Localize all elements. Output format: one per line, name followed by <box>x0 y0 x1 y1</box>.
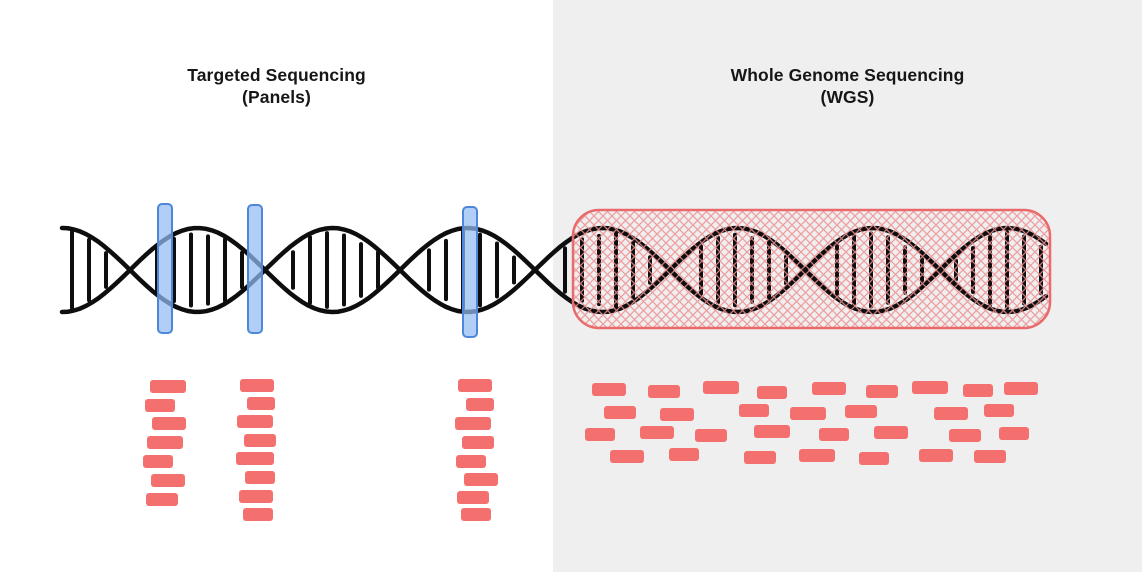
sequencing-read <box>240 379 274 392</box>
highlight-bar <box>247 204 263 334</box>
sequencing-read <box>245 471 275 484</box>
sequencing-read <box>949 429 981 442</box>
sequencing-read <box>984 404 1014 417</box>
targeted-title-line2: (Panels) <box>242 87 311 107</box>
sequencing-read <box>145 399 175 412</box>
sequencing-read <box>151 474 185 487</box>
sequencing-read <box>963 384 993 397</box>
sequencing-read <box>455 417 491 430</box>
sequencing-read <box>150 380 186 393</box>
sequencing-read <box>934 407 968 420</box>
sequencing-read <box>819 428 849 441</box>
sequencing-read <box>147 436 183 449</box>
sequencing-read <box>610 450 644 463</box>
sequencing-read <box>458 379 492 392</box>
sequencing-read <box>754 425 790 438</box>
sequencing-read <box>152 417 186 430</box>
sequencing-read <box>845 405 877 418</box>
sequencing-read <box>974 450 1006 463</box>
sequencing-read <box>660 408 694 421</box>
wgs-reads <box>585 381 1038 465</box>
highlight-bar <box>157 203 173 334</box>
sequencing-read <box>790 407 826 420</box>
sequencing-read <box>866 385 898 398</box>
targeted-title-line1: Targeted Sequencing <box>187 65 366 85</box>
sequencing-read <box>466 398 494 411</box>
sequencing-read <box>239 490 273 503</box>
sequencing-read <box>812 382 846 395</box>
sequencing-read <box>757 386 787 399</box>
sequencing-read <box>456 455 486 468</box>
sequencing-read <box>859 452 889 465</box>
sequencing-read <box>585 428 615 441</box>
sequencing-read <box>695 429 727 442</box>
sequencing-read <box>1004 382 1038 395</box>
sequencing-read <box>912 381 948 394</box>
sequencing-read <box>146 493 178 506</box>
sequencing-read <box>592 383 626 396</box>
sequencing-read <box>464 473 498 486</box>
targeted-highlight-bars <box>157 203 478 338</box>
sequencing-read <box>461 508 491 521</box>
sequencing-read <box>799 449 835 462</box>
sequencing-read <box>669 448 699 461</box>
wgs-highlight-region <box>571 208 1052 330</box>
sequencing-read <box>143 455 173 468</box>
sequencing-read <box>236 452 274 465</box>
wgs-panel-title: Whole Genome Sequencing (WGS) <box>553 64 1142 108</box>
wgs-title-line1: Whole Genome Sequencing <box>730 65 965 85</box>
sequencing-read <box>640 426 674 439</box>
sequencing-read <box>247 397 275 410</box>
sequencing-read <box>604 406 636 419</box>
sequencing-read <box>243 508 273 521</box>
wgs-title-line2: (WGS) <box>820 87 875 107</box>
targeted-panel-title: Targeted Sequencing (Panels) <box>0 64 553 108</box>
highlight-bar <box>462 206 478 338</box>
sequencing-read <box>457 491 489 504</box>
sequencing-read <box>703 381 739 394</box>
sequencing-read <box>648 385 680 398</box>
sequencing-read <box>237 415 273 428</box>
sequencing-read <box>999 427 1029 440</box>
sequencing-read <box>739 404 769 417</box>
sequencing-read <box>919 449 953 462</box>
sequencing-read <box>462 436 494 449</box>
sequencing-read <box>744 451 776 464</box>
sequencing-read <box>874 426 908 439</box>
targeted-reads <box>143 379 498 521</box>
sequencing-read <box>244 434 276 447</box>
